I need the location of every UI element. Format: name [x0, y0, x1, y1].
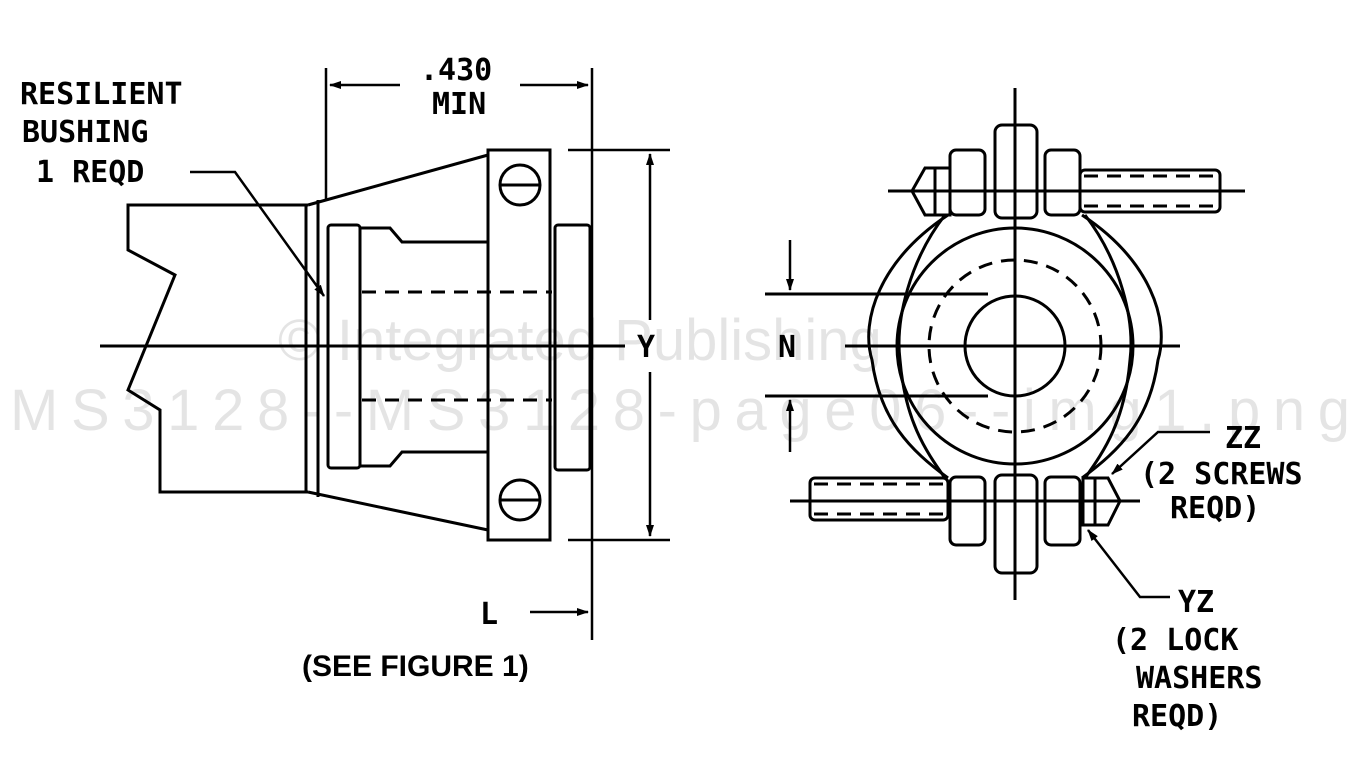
clamp-outer-right	[1081, 213, 1163, 480]
screw-thread-top	[1078, 168, 1222, 214]
dim-n: N	[778, 330, 796, 365]
screw-thread-bottom	[808, 476, 950, 522]
watermark-line-2: MS3128--MS3128-page06--img1.png	[10, 378, 1350, 443]
cable-outline	[126, 203, 308, 494]
dim-min: MIN	[432, 87, 486, 122]
zz-leader	[1111, 430, 1210, 475]
end-view	[765, 88, 1245, 600]
clamp-block	[486, 148, 552, 542]
yz-leader	[1087, 529, 1170, 599]
right-flange	[553, 223, 592, 472]
screw-label-3: REQD)	[1170, 491, 1260, 526]
washer-label-2: (2 LOCK	[1112, 623, 1238, 658]
clamp-outer-left	[867, 213, 949, 480]
bushing-label-3: 1 REQD	[36, 155, 144, 190]
dim-430: .430	[420, 53, 492, 88]
dim-l: L	[480, 597, 498, 632]
left-flange	[326, 223, 362, 470]
bushing-label-1: RESILIENT	[20, 77, 183, 112]
screw-label-1: ZZ	[1225, 421, 1261, 456]
screw-head-top	[910, 166, 952, 217]
hidden-circle	[927, 258, 1103, 434]
nut-bottom	[1081, 476, 1122, 527]
bushing-label-2: BUSHING	[22, 115, 148, 150]
dim-y: Y	[637, 330, 655, 365]
watermark-line-1: © Integrated Publishing	[278, 308, 882, 373]
screw-label-2: (2 SCREWS	[1140, 457, 1303, 492]
washer-label-3: WASHERS	[1136, 661, 1262, 696]
figure-ref: (SEE FIGURE 1)	[302, 650, 529, 683]
side-view	[100, 68, 670, 640]
washer-label-1: YZ	[1178, 585, 1214, 620]
washer-label-4: REQD)	[1132, 699, 1222, 734]
bushing-circle	[895, 226, 1135, 466]
bore-circle	[963, 294, 1067, 398]
bushing-leader	[190, 170, 326, 297]
